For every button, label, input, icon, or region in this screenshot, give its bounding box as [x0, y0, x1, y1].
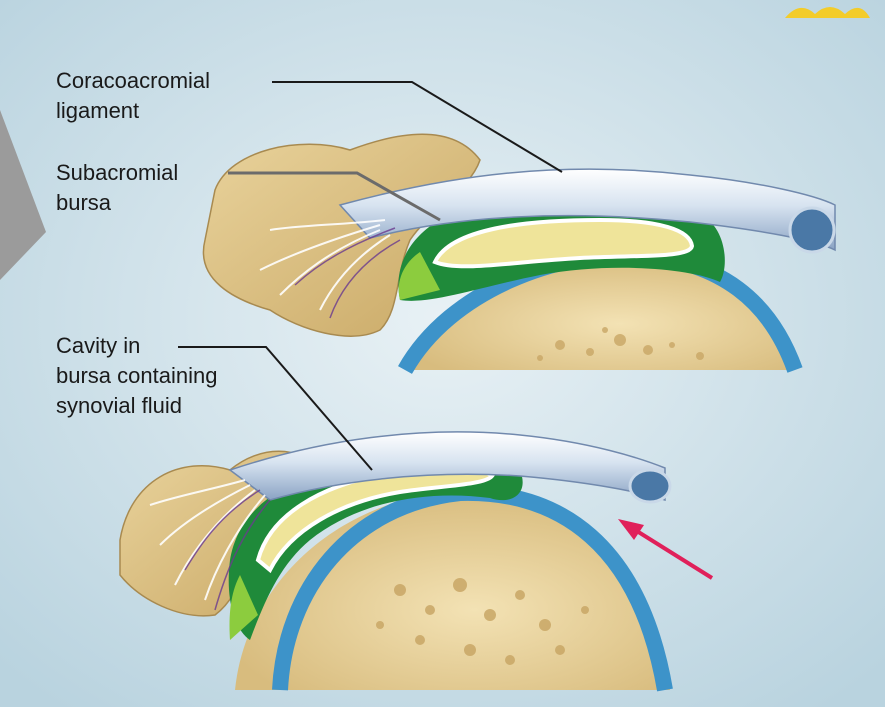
label-line: bursa containing — [56, 361, 217, 391]
label-line: Subacromial — [56, 158, 178, 188]
corner-ornament — [785, 7, 870, 18]
label-coracoacromial-ligament: Coracoacromial ligament — [56, 66, 210, 126]
label-line: synovial fluid — [56, 391, 217, 421]
label-line: Cavity in — [56, 331, 217, 361]
ligament-end-bottom — [630, 470, 670, 502]
label-subacromial-bursa: Subacromial bursa — [56, 158, 178, 218]
label-line: Coracoacromial — [56, 66, 210, 96]
ligament-end-top — [790, 208, 834, 252]
label-line: ligament — [56, 96, 210, 126]
label-line: bursa — [56, 188, 178, 218]
label-cavity-synovial-fluid: Cavity in bursa containing synovial flui… — [56, 331, 217, 421]
